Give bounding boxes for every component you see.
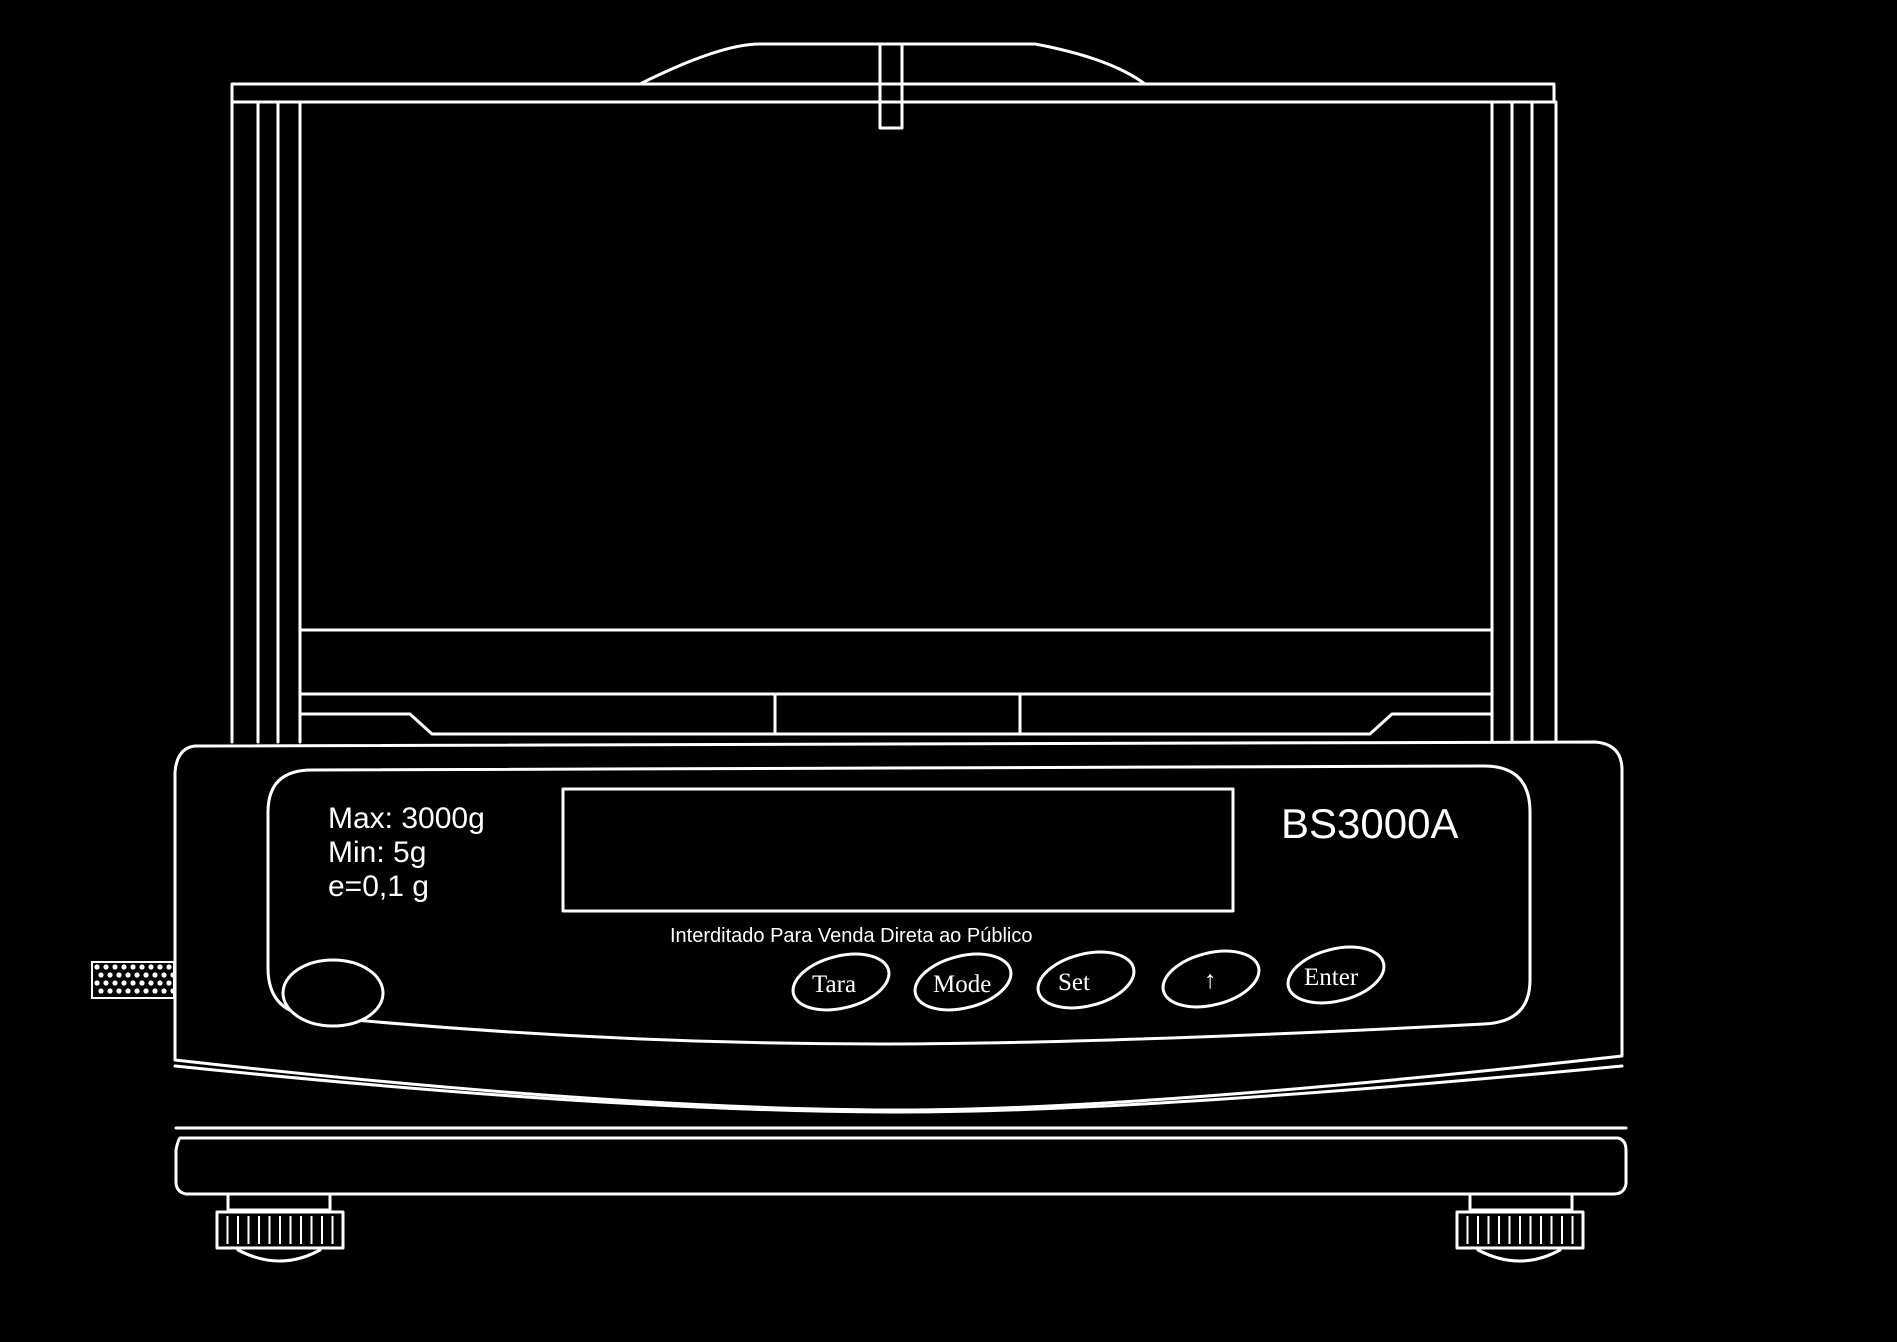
knurl-dot (170, 988, 176, 994)
tara-key[interactable]: Tara (787, 945, 895, 1019)
knurl-dot (112, 980, 118, 986)
knurl-dot (121, 964, 127, 970)
knurl-dot (107, 988, 113, 994)
knurl-dot (125, 972, 131, 978)
knurl-dot (94, 964, 100, 970)
keypad: Tara Mode Set ↑ Enter (787, 938, 1390, 1019)
up-key[interactable]: ↑ (1157, 942, 1265, 1016)
knurl-dot (148, 980, 154, 986)
spec-max: Max: 3000g (328, 802, 485, 835)
knurl-dot (121, 980, 127, 986)
knurl-dot (166, 964, 172, 970)
knurl-dot (116, 988, 122, 994)
knurl-dot (139, 964, 145, 970)
mode-key-label: Mode (933, 971, 991, 998)
knurl-dot (139, 980, 145, 986)
leveling-foot-left[interactable] (215, 1194, 345, 1263)
control-panel: Max: 3000g Min: 5g e=0,1 g BS3000A Inter… (266, 764, 1532, 1046)
knurl-dot (148, 964, 154, 970)
door-latch[interactable] (878, 42, 904, 130)
knurl-dot (134, 972, 140, 978)
set-key-label: Set (1058, 969, 1090, 996)
knurl-dot (103, 980, 109, 986)
knurl-dot (166, 980, 172, 986)
knurl-dot (157, 964, 163, 970)
enter-key-label: Enter (1304, 964, 1359, 991)
knurl-dot (112, 964, 118, 970)
draft-shield (230, 42, 1558, 744)
sales-notice: Interditado Para Venda Direta ao Público (670, 925, 1032, 947)
knurl-dot (161, 988, 167, 994)
knurl-dot (152, 972, 158, 978)
spec-min: Min: 5g (328, 836, 426, 869)
knurl-dot (161, 972, 167, 978)
knurl-dot (130, 964, 136, 970)
weighing-pan (298, 692, 1494, 736)
set-key[interactable]: Set (1032, 943, 1140, 1017)
knurl-dot (152, 988, 158, 994)
enter-key[interactable]: Enter (1282, 938, 1390, 1012)
weight-display (561, 787, 1235, 913)
knurl-dot (134, 988, 140, 994)
knurl-dot (98, 972, 104, 978)
knurl-dot (103, 964, 109, 970)
side-connector (91, 961, 176, 999)
knurl-dot (125, 988, 131, 994)
knurl-dot (116, 972, 122, 978)
knurl-dot (98, 988, 104, 994)
knurl-dot (130, 980, 136, 986)
knurl-dot (143, 988, 149, 994)
knurl-dot (143, 972, 149, 978)
model-name: BS3000A (1281, 800, 1458, 847)
up-arrow-icon: ↑ (1204, 967, 1217, 994)
knurl-dot (94, 980, 100, 986)
tara-key-label: Tara (812, 971, 856, 998)
power-button[interactable] (281, 958, 385, 1028)
mode-key[interactable]: Mode (909, 945, 1017, 1019)
balance-housing (173, 740, 1628, 1196)
leveling-foot-right[interactable] (1455, 1194, 1585, 1263)
knurl-dot (157, 980, 163, 986)
knurl-dot (170, 972, 176, 978)
knurl-dot (107, 972, 113, 978)
spec-e: e=0,1 g (328, 870, 429, 903)
